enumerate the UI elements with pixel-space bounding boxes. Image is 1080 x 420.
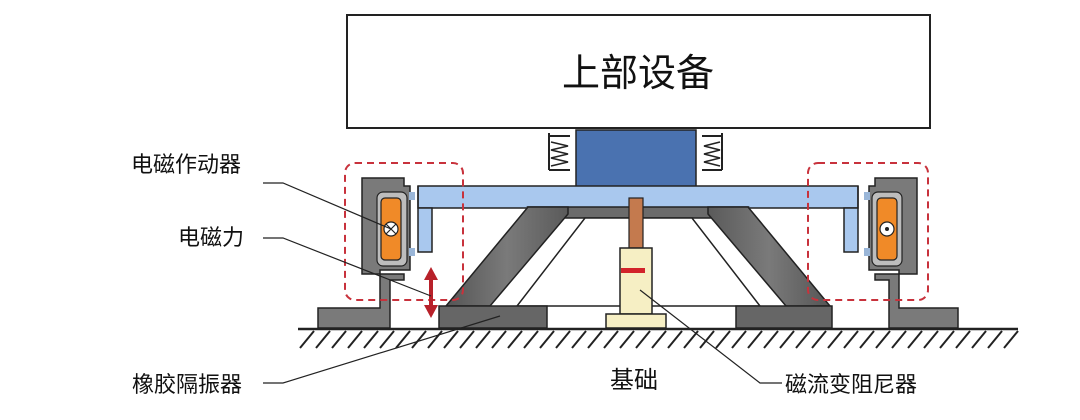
hatch-stroke [923,330,939,349]
hatch-stroke [699,330,715,349]
hatch-stroke [395,330,411,349]
hatch-stroke [459,330,475,349]
hatch-stroke [827,330,843,349]
hatch-stroke [795,330,811,349]
mr-damper [605,197,667,329]
em-force-arrow [424,267,438,318]
hatch-stroke [1003,330,1019,349]
hatch-stroke [731,330,747,349]
leader-lines [263,182,782,384]
ground-hatching [299,330,1019,349]
hatch-stroke [507,330,523,349]
hatch-stroke [667,330,683,349]
right-em-actuator [864,177,959,329]
rubber-pad-right [735,305,833,329]
hatch-stroke [875,330,891,349]
hatch-stroke [315,330,331,349]
left-beam-hook [417,186,433,253]
right-beam-hook [843,186,859,253]
upper-equipment-box [346,14,931,129]
hatch-stroke [987,330,1003,349]
em-actuator-label: 电磁作动器 [131,153,241,178]
hatch-stroke [491,330,507,349]
hatch-stroke [843,330,859,349]
hatch-stroke [859,330,875,349]
hatch-stroke [971,330,987,349]
hatch-stroke [779,330,795,349]
hatch-stroke [715,330,731,349]
hatch-stroke [411,330,427,349]
foundation-label: 基础 [610,366,658,394]
left-side-spring [548,133,570,171]
hatch-stroke [443,330,459,349]
hatch-stroke [651,330,667,349]
upper-equipment-label: 上部设备 [562,51,714,95]
hatch-stroke [379,330,395,349]
hatch-stroke [331,330,347,349]
hatch-stroke [635,330,651,349]
hatch-stroke [907,330,923,349]
hatch-stroke [603,330,619,349]
hatch-stroke [299,330,315,349]
hatch-stroke [891,330,907,349]
hatch-stroke [475,330,491,349]
mr-damper-label: 磁流变阻尼器 [785,373,917,398]
center-blue-block [575,129,697,189]
hatch-stroke [763,330,779,349]
rubber-pad-left [438,305,548,329]
hatch-stroke [747,330,763,349]
hatch-stroke [939,330,955,349]
hatch-stroke [571,330,587,349]
right-actuator-dashed-box [807,162,929,301]
hatch-stroke [363,330,379,349]
hatch-stroke [619,330,635,349]
hatch-stroke [555,330,571,349]
hatch-stroke [347,330,363,349]
rubber-isolator-label: 橡胶隔振器 [132,373,242,398]
right-side-spring [702,133,723,171]
hatch-stroke [587,330,603,349]
left-em-actuator [317,177,415,329]
hatch-stroke [427,330,443,349]
em-force-label: 电磁力 [178,226,244,251]
hatch-stroke [539,330,555,349]
left-actuator-dashed-box [344,162,464,301]
hatch-stroke [523,330,539,349]
hatch-stroke [955,330,971,349]
hatch-stroke [811,330,827,349]
